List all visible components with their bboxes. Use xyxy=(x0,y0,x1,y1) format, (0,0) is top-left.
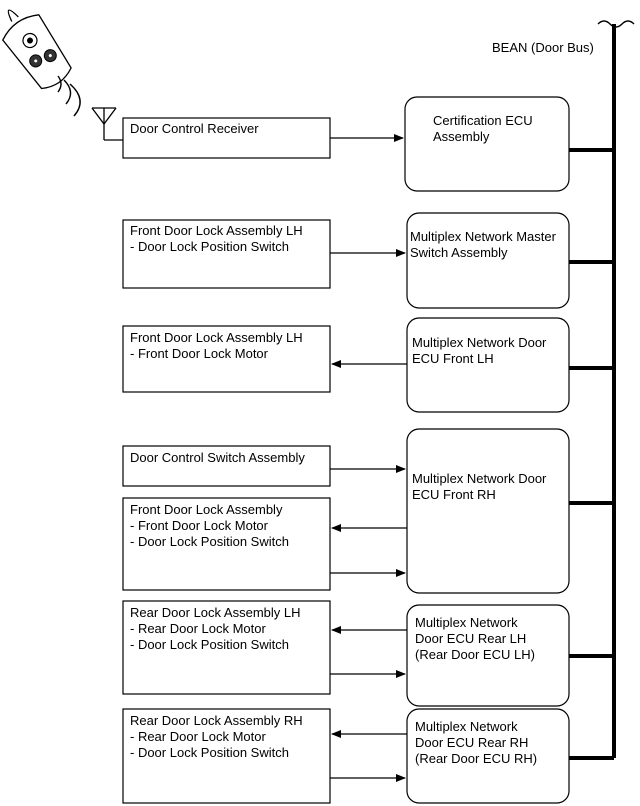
ecu-certification: Certification ECU Assembly xyxy=(404,96,570,192)
svg-text:Certification ECU Assemb: Certification ECU Assembly xyxy=(433,113,536,144)
svg-text:Multiplex Network Door E: Multiplex Network Door ECU Front RH xyxy=(412,471,550,502)
left-box-door-control-switch-assembly: Door Control Switch Assembly xyxy=(122,445,331,487)
svg-text:Rear Door Lock Assembly LH: Rear Door Lock Assembly LH - Rear Door L… xyxy=(130,605,304,652)
svg-text:Multiplex Network Door E: Multiplex Network Door ECU Front LH xyxy=(412,335,550,366)
svg-text:Door Control Switch Assembly: Door Control Switch Assembly xyxy=(130,450,305,465)
bus-taps xyxy=(569,148,614,760)
ecu-door-rear-lh: Multiplex Network Door ECU Rear LH (Rear… xyxy=(406,604,570,707)
left-box-rear-door-lock-lh: Rear Door Lock Assembly LH - Rear Door L… xyxy=(122,600,331,695)
svg-text:Multiplex Network Master: Multiplex Network Master Switch Assembly xyxy=(410,229,560,260)
ecu-door-front-lh: Multiplex Network Door ECU Front LH xyxy=(406,317,570,413)
svg-text:Door Control Receiver: Door Control Receiver xyxy=(130,121,259,136)
bus-label: BEAN (Door Bus) xyxy=(492,40,594,55)
left-box-rear-door-lock-rh: Rear Door Lock Assembly RH - Rear Door L… xyxy=(122,708,331,804)
left-box-door-control-receiver: Door Control Receiver xyxy=(122,117,331,159)
ecu-master-switch: Multiplex Network Master Switch Assembly xyxy=(406,212,570,309)
svg-text:Front Door Lock Assembly LH: Front Door Lock Assembly LH - Front Door… xyxy=(130,330,306,361)
key-fob-icon xyxy=(2,9,72,90)
left-box-front-door-lock-assembly: Front Door Lock Assembly - Front Door Lo… xyxy=(122,497,331,591)
ecu-door-front-rh: Multiplex Network Door ECU Front RH xyxy=(406,428,570,594)
signal-arrows xyxy=(330,134,407,782)
svg-text:Multiplex Network Door E: Multiplex Network Door ECU Rear RH (Rear… xyxy=(415,719,537,766)
antenna-icon xyxy=(91,107,123,141)
left-box-front-door-lock-lh-motor: Front Door Lock Assembly LH - Front Door… xyxy=(122,325,331,393)
ecu-door-rear-rh: Multiplex Network Door ECU Rear RH (Rear… xyxy=(406,708,570,804)
left-box-front-door-lock-lh-switch: Front Door Lock Assembly LH - Door Lock … xyxy=(122,219,331,289)
svg-text:Front Door Lock Assembly LH: Front Door Lock Assembly LH - Door Lock … xyxy=(130,223,306,254)
svg-text:Rear Door Lock Assembly RH: Rear Door Lock Assembly RH - Rear Door L… xyxy=(130,713,306,760)
svg-text:Front Door Lock Assembly: Front Door Lock Assembly - Front Door Lo… xyxy=(130,502,289,549)
svg-text:Multiplex Network Door E: Multiplex Network Door ECU Rear LH (Rear… xyxy=(415,615,535,662)
radio-waves-icon xyxy=(57,75,81,117)
